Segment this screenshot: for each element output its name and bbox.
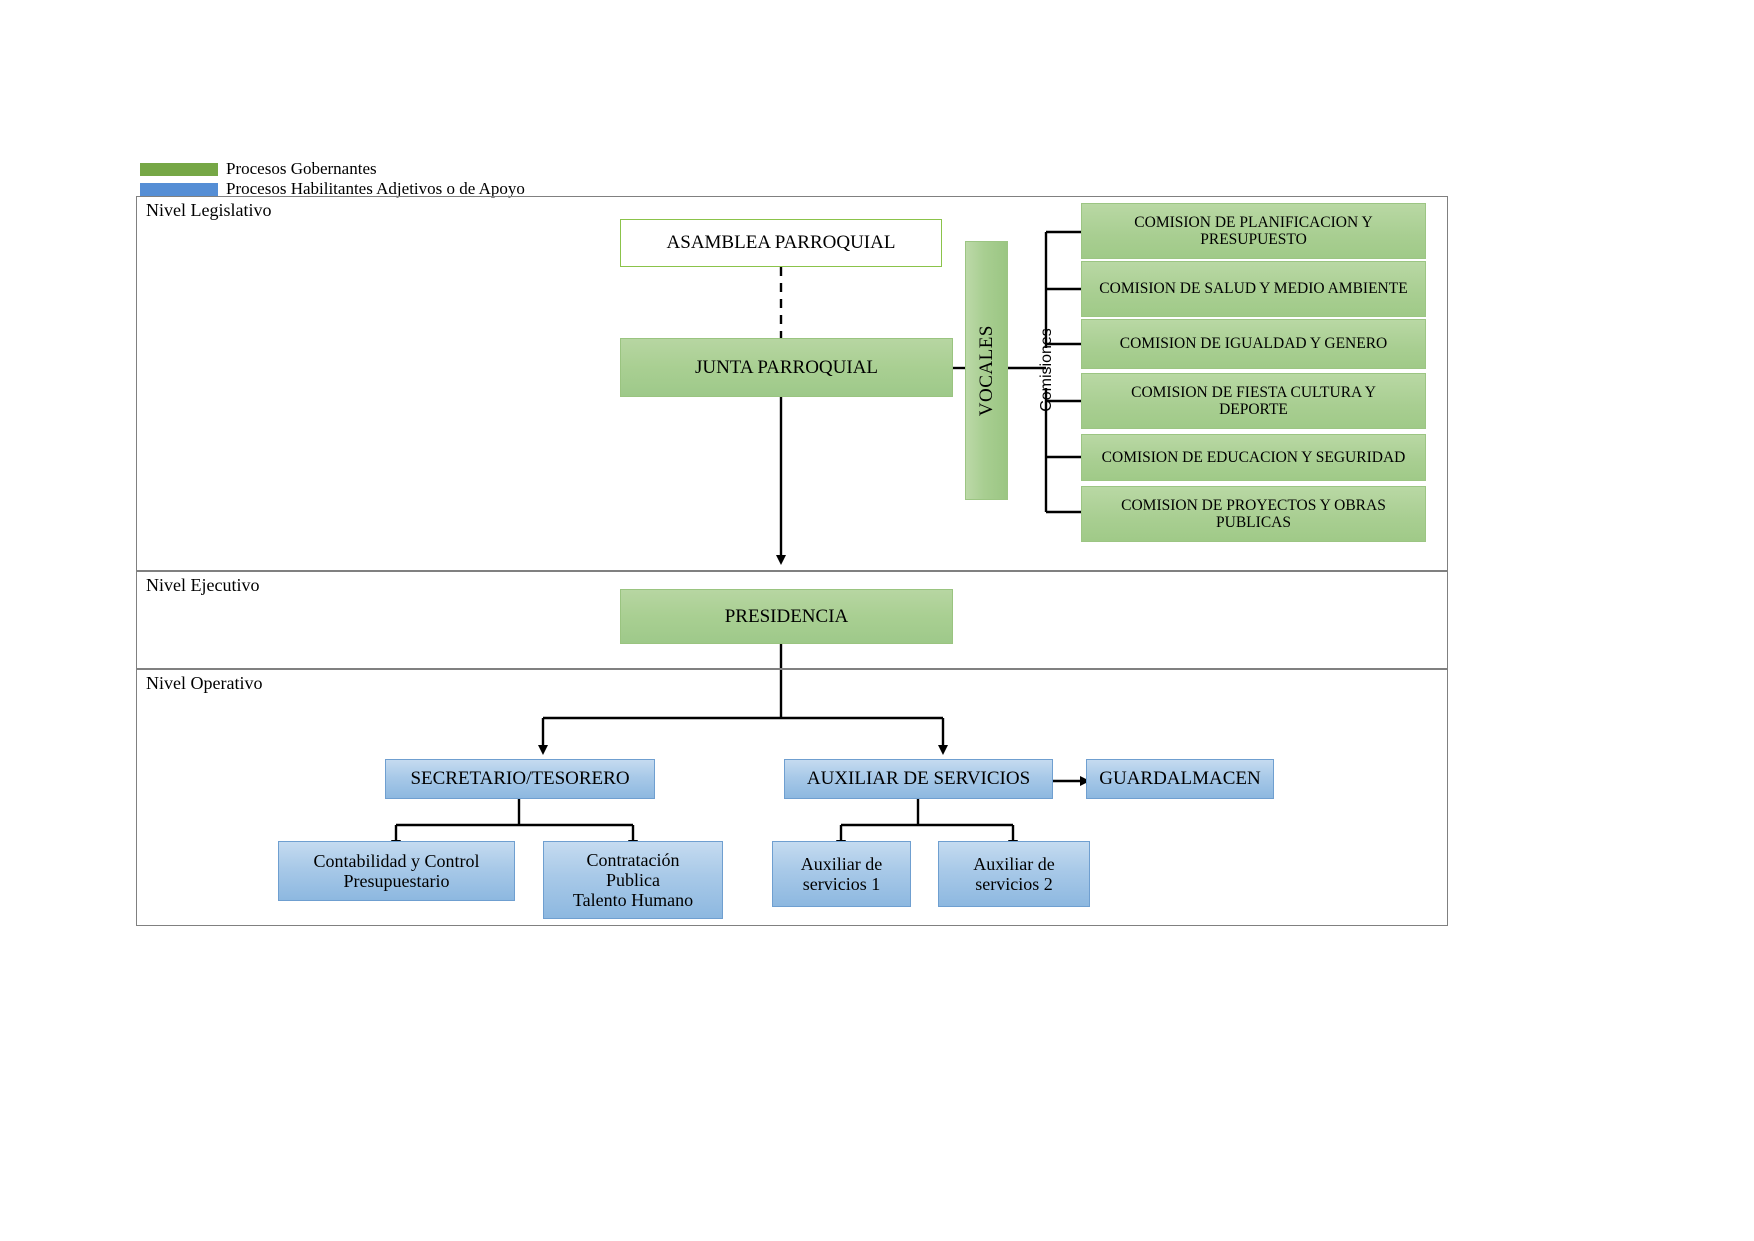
- node-asamblea-parroquial[interactable]: ASAMBLEA PARROQUIAL: [620, 219, 942, 267]
- legend-item-habilitantes: Procesos Habilitantes Adjetivos o de Apo…: [140, 180, 840, 198]
- contabilidad-line1: Contabilidad y Control: [313, 850, 480, 871]
- title-nivel-ejecutivo: Nivel Ejecutivo: [146, 575, 260, 595]
- auxiliar2-line2: servicios 2: [975, 874, 1053, 894]
- node-comision-fiesta[interactable]: COMISION DE FIESTA CULTURA Y DEPORTE: [1081, 373, 1426, 429]
- comision-5-line1: COMISION DE EDUCACION Y SEGURIDAD: [1101, 448, 1406, 466]
- node-secretario-tesorero[interactable]: SECRETARIO/TESORERO: [385, 759, 655, 799]
- legend: Procesos Gobernantes Procesos Habilitant…: [140, 160, 840, 200]
- legend-swatch-green-icon: [140, 162, 218, 176]
- title-nivel-legislativo: Nivel Legislativo: [146, 200, 272, 220]
- node-guardalmacen[interactable]: GUARDALMACEN: [1086, 759, 1274, 799]
- node-comision-proyectos[interactable]: COMISION DE PROYECTOS Y OBRAS PUBLICAS: [1081, 486, 1426, 542]
- auxiliar2-line1: Auxiliar de: [973, 853, 1055, 874]
- comision-2-line1: COMISION DE SALUD Y MEDIO AMBIENTE: [1099, 280, 1408, 298]
- legend-item-gobernantes: Procesos Gobernantes: [140, 160, 840, 178]
- node-auxiliar-servicios-2[interactable]: Auxiliar de servicios 2: [938, 841, 1090, 907]
- node-comision-igualdad[interactable]: COMISION DE IGUALDAD Y GENERO: [1081, 319, 1426, 369]
- node-presidencia[interactable]: PRESIDENCIA: [620, 589, 953, 644]
- comision-3-line1: COMISION DE IGUALDAD Y GENERO: [1119, 335, 1388, 353]
- legend-swatch-blue-icon: [140, 182, 218, 196]
- node-vocales-label: VOCALES: [975, 324, 997, 417]
- contratacion-line2: Publica: [606, 869, 660, 890]
- comision-4-line1: COMISION DE FIESTA CULTURA Y: [1131, 383, 1376, 401]
- comision-4-line2: DEPORTE: [1219, 401, 1288, 418]
- label-comisiones: Comisiones: [1017, 320, 1077, 420]
- frame-nivel-legislativo: [136, 196, 1448, 571]
- comision-1-line1: COMISION DE PLANIFICACION Y: [1134, 213, 1373, 231]
- node-junta-parroquial[interactable]: JUNTA PARROQUIAL: [620, 338, 953, 397]
- node-comision-planificacion[interactable]: COMISION DE PLANIFICACION Y PRESUPUESTO: [1081, 203, 1426, 259]
- legend-label-habilitantes: Procesos Habilitantes Adjetivos o de Apo…: [226, 179, 525, 198]
- contratacion-line1: Contratación: [586, 849, 680, 870]
- comision-1-line2: PRESUPUESTO: [1200, 231, 1307, 248]
- frame-nivel-operativo: [136, 669, 1448, 926]
- node-contabilidad-control-presupuestario[interactable]: Contabilidad y Control Presupuestario: [278, 841, 515, 901]
- node-auxiliar-de-servicios[interactable]: AUXILIAR DE SERVICIOS: [784, 759, 1053, 799]
- auxiliar1-line2: servicios 1: [802, 874, 881, 894]
- label-comisiones-text: Comisiones: [1038, 328, 1055, 412]
- frame-nivel-ejecutivo: [136, 571, 1448, 669]
- comision-6-line2: PUBLICAS: [1216, 514, 1291, 531]
- comision-6-line1: COMISION DE PROYECTOS Y OBRAS: [1121, 496, 1386, 514]
- contratacion-line3: Talento Humano: [572, 890, 694, 911]
- node-vocales[interactable]: VOCALES: [965, 241, 1008, 500]
- node-comision-salud[interactable]: COMISION DE SALUD Y MEDIO AMBIENTE: [1081, 261, 1426, 317]
- legend-label-gobernantes: Procesos Gobernantes: [226, 159, 377, 178]
- node-comision-educacion[interactable]: COMISION DE EDUCACION Y SEGURIDAD: [1081, 434, 1426, 481]
- node-auxiliar-servicios-1[interactable]: Auxiliar de servicios 1: [772, 841, 911, 907]
- title-nivel-operativo: Nivel Operativo: [146, 673, 263, 693]
- auxiliar1-line1: Auxiliar de: [800, 853, 883, 874]
- contabilidad-line2: Presupuestario: [343, 871, 450, 891]
- node-contratacion-publica-talento-humano[interactable]: Contratación Publica Talento Humano: [543, 841, 723, 919]
